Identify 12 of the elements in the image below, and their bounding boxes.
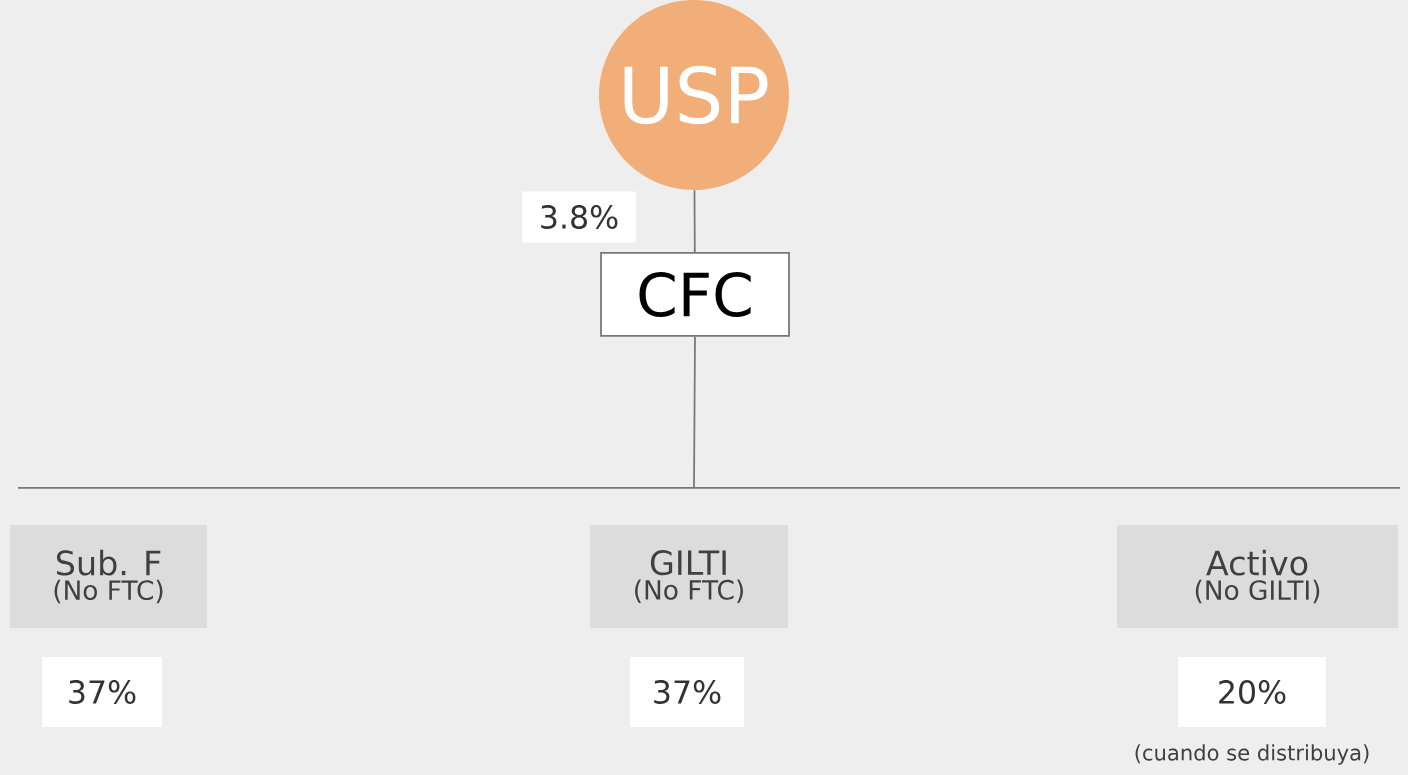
category-box: Sub. F (No FTC) [10,525,207,628]
edge-label: 3.8% [522,191,636,243]
category-box: GILTI (No FTC) [590,525,788,628]
circle-node: USP [599,0,789,190]
rate-box: 37% [42,657,162,727]
rate-box: 20% [1178,657,1326,727]
connector-line [693,336,696,489]
category-box: Activo (No GILTI) [1117,525,1398,628]
note-text: (cuando se distribuya) [1135,744,1369,765]
connector-line [693,189,696,253]
entity-box: CFC [600,252,790,337]
rate-box: 37% [630,657,744,727]
